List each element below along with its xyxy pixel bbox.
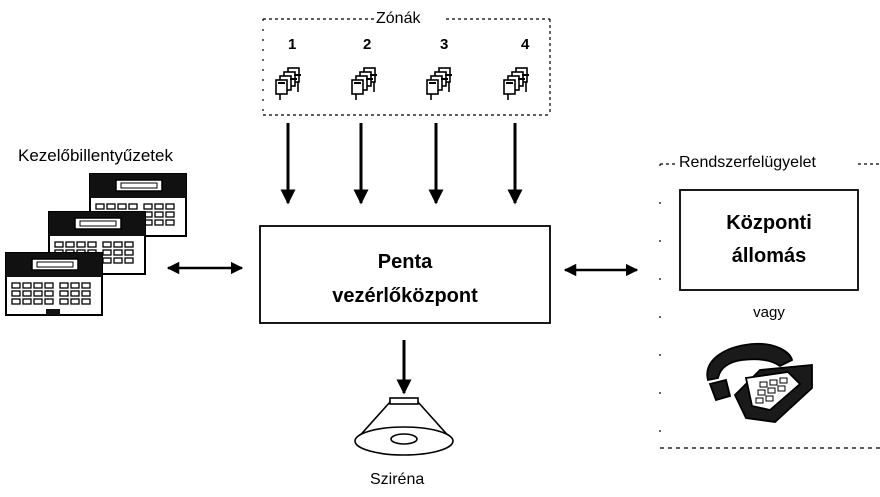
central-station-line2: állomás <box>731 245 807 267</box>
zone-sensor-icon-4 <box>503 67 530 101</box>
zone-sensor-icon-1 <box>275 67 302 101</box>
panel-title-line2: vezérlőközpont <box>332 285 478 307</box>
siren-label: Sziréna <box>370 471 425 488</box>
monitoring-title: Rendszerfelügyelet <box>679 154 816 171</box>
zone-number-1: 1 <box>288 36 297 53</box>
zone-sensor-icon-2 <box>351 67 378 101</box>
control-panel-box <box>259 225 551 324</box>
central-station-line1: Központi <box>726 212 812 234</box>
telephone-icon <box>706 342 813 423</box>
central-station-box <box>679 189 859 291</box>
keypads-label: Kezelőbillentyűzetek <box>18 146 173 165</box>
zone-number-3: 3 <box>440 36 449 53</box>
or-label: vagy <box>753 304 785 321</box>
zone-number-2: 2 <box>363 36 372 53</box>
panel-title-line1: Penta <box>377 251 433 273</box>
keypad-icon-front <box>5 252 103 316</box>
siren-icon <box>354 397 454 456</box>
zone-number-4: 4 <box>521 36 530 53</box>
zones-title: Zónák <box>376 10 421 27</box>
zone-sensor-icon-3 <box>426 67 453 101</box>
